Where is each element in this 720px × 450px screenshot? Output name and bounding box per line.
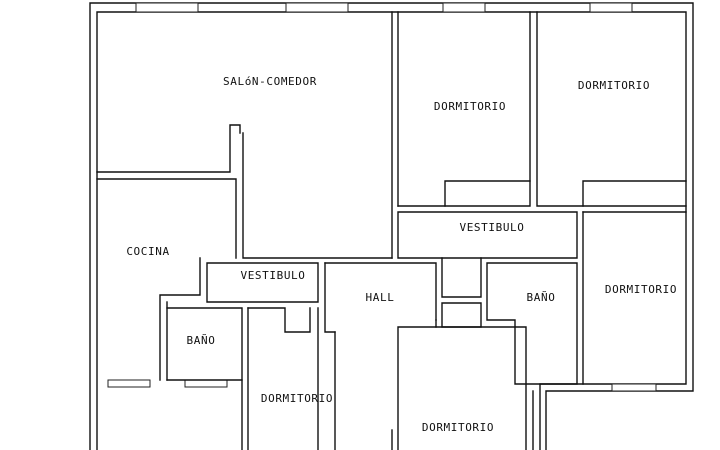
window-top-1 [135,2,199,13]
window-right-1 [611,383,657,392]
window-top-3 [442,2,486,13]
room-label-hall: HALL [366,291,395,304]
room-label-dormitorio-1: DORMITORIO [434,100,506,113]
room-label-dormitorio-4: DORMITORIO [605,283,677,296]
window-top-2 [285,2,349,13]
window-top-4 [589,2,633,13]
room-label-vestibulo-1: VESTIBULO [459,221,524,234]
interior-walls [96,11,687,450]
window-left-1 [107,379,151,388]
room-label-bano-1: BAÑO [187,334,216,347]
exterior-wall [89,2,694,450]
window-left-2 [184,379,228,388]
room-label-dormitorio-2: DORMITORIO [578,79,650,92]
room-label-dormitorio-5: DORMITORIO [422,421,494,434]
room-label-bano-2: BAÑO [527,291,556,304]
windows [107,2,657,392]
room-label-cocina: COCINA [126,245,169,258]
room-label-salon-comedor: SALóN-COMEDOR [223,75,317,88]
room-label-vestibulo-2: VESTIBULO [240,269,305,282]
room-labels: SALóN-COMEDOR DORMITORIO DORMITORIO VEST… [126,75,677,434]
room-label-dormitorio-3: DORMITORIO [261,392,333,405]
